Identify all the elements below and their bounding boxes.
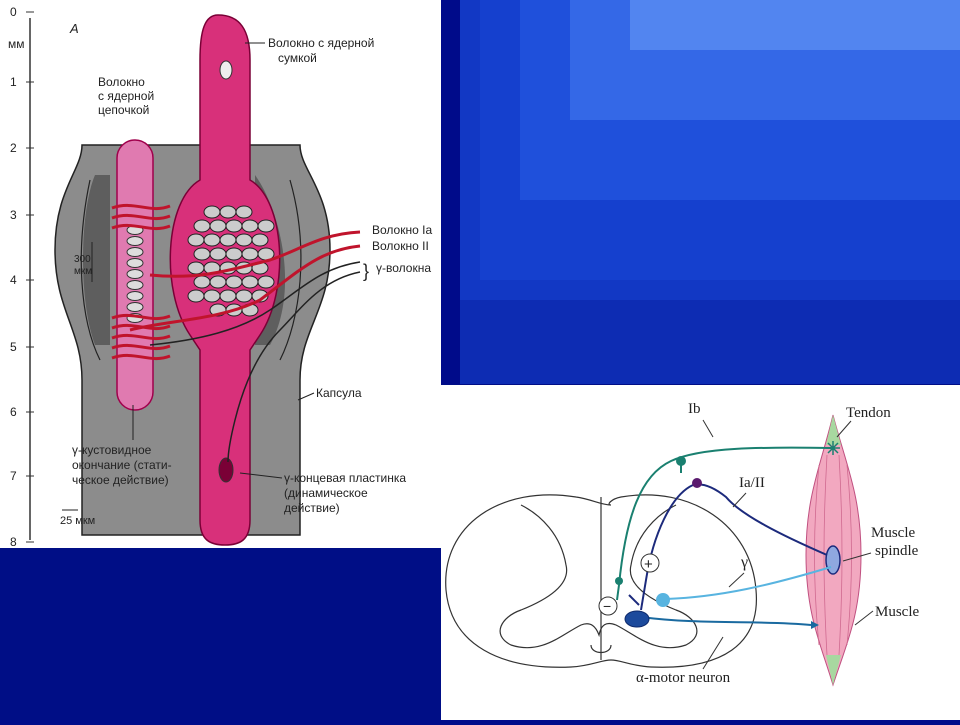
label-ii: Волокно II bbox=[372, 239, 429, 253]
scale-300-num: 300 bbox=[74, 254, 91, 265]
scale-tick-label: 6 bbox=[10, 405, 17, 419]
muscle-spindle-illustration: 0 1 2 3 4 5 6 7 8 мм А 300 мкм bbox=[8, 5, 432, 549]
label-capsule: Капсула bbox=[316, 386, 362, 400]
label-tendon: Tendon bbox=[846, 405, 891, 421]
ia-fiber bbox=[640, 483, 828, 611]
label-spray-3: ческое действие) bbox=[72, 473, 169, 487]
scale-tick-label: 0 bbox=[10, 5, 17, 19]
mm-scale: 0 1 2 3 4 5 6 7 8 мм bbox=[8, 5, 34, 549]
scale-tick-label: 8 bbox=[10, 535, 17, 548]
label-spindle-1: Muscle bbox=[871, 525, 916, 541]
label-chain-3: цепочкой bbox=[98, 103, 149, 117]
ib-fiber bbox=[616, 446, 832, 601]
muscle-spindle-figure: 0 1 2 3 4 5 6 7 8 мм А 300 мкм bbox=[0, 0, 441, 549]
scale-tick-label: 7 bbox=[10, 469, 17, 483]
scale-tick-label: 4 bbox=[10, 273, 17, 287]
nerve-fibers bbox=[129, 230, 361, 463]
label-iaii: Ia/II bbox=[739, 475, 765, 491]
label-gamma: γ-волокна bbox=[376, 261, 431, 275]
reflex-circuit-figure: + − Ib Ia/II γ Tendon Muscle spindle Mus… bbox=[441, 385, 960, 720]
label-gamma-b: γ bbox=[740, 554, 748, 571]
panel-letter: А bbox=[69, 21, 79, 36]
reflex-circuit-diagram: + − Ib Ia/II γ Tendon Muscle spindle Mus… bbox=[445, 401, 920, 687]
label-muscle: Muscle bbox=[875, 604, 920, 620]
scale-tick-label: 1 bbox=[10, 75, 17, 89]
minus-sign: − bbox=[603, 598, 611, 614]
label-chain-1: Волокно bbox=[98, 75, 145, 89]
label-spray-1: γ-кустовидное bbox=[72, 443, 152, 457]
plus-sign: + bbox=[644, 556, 653, 573]
gamma-fiber bbox=[665, 566, 832, 600]
label-ia: Волокно Ia bbox=[372, 223, 432, 237]
svg-text:}: } bbox=[363, 261, 369, 281]
gradient-squares bbox=[460, 0, 960, 384]
muscle bbox=[805, 414, 862, 687]
scale-25: 25 мкм bbox=[60, 515, 95, 527]
alpha-fiber bbox=[640, 616, 812, 626]
label-spindle-2: spindle bbox=[875, 543, 919, 559]
label-plate-2: (динамическое bbox=[284, 486, 368, 500]
scale-300-unit: мкм bbox=[74, 266, 92, 277]
label-spray-2: окончание (стати- bbox=[72, 458, 172, 472]
label-plate-1: γ-концевая пластинка bbox=[284, 471, 406, 485]
label-plate-3: действие) bbox=[284, 501, 340, 515]
label-bag-1: Волокно с ядерной bbox=[268, 36, 374, 50]
label-motor: α-motor neuron bbox=[636, 670, 731, 686]
scale-unit: мм bbox=[8, 37, 25, 51]
label-bag-2: сумкой bbox=[278, 51, 317, 65]
scale-tick-label: 2 bbox=[10, 141, 17, 155]
label-chain-2: с ядерной bbox=[98, 89, 154, 103]
blue-gradient-background bbox=[460, 0, 960, 384]
spinal-cord bbox=[445, 494, 757, 668]
label-ib: Ib bbox=[688, 401, 701, 417]
scale-tick-label: 5 bbox=[10, 340, 17, 354]
scale-tick-label: 3 bbox=[10, 208, 17, 222]
